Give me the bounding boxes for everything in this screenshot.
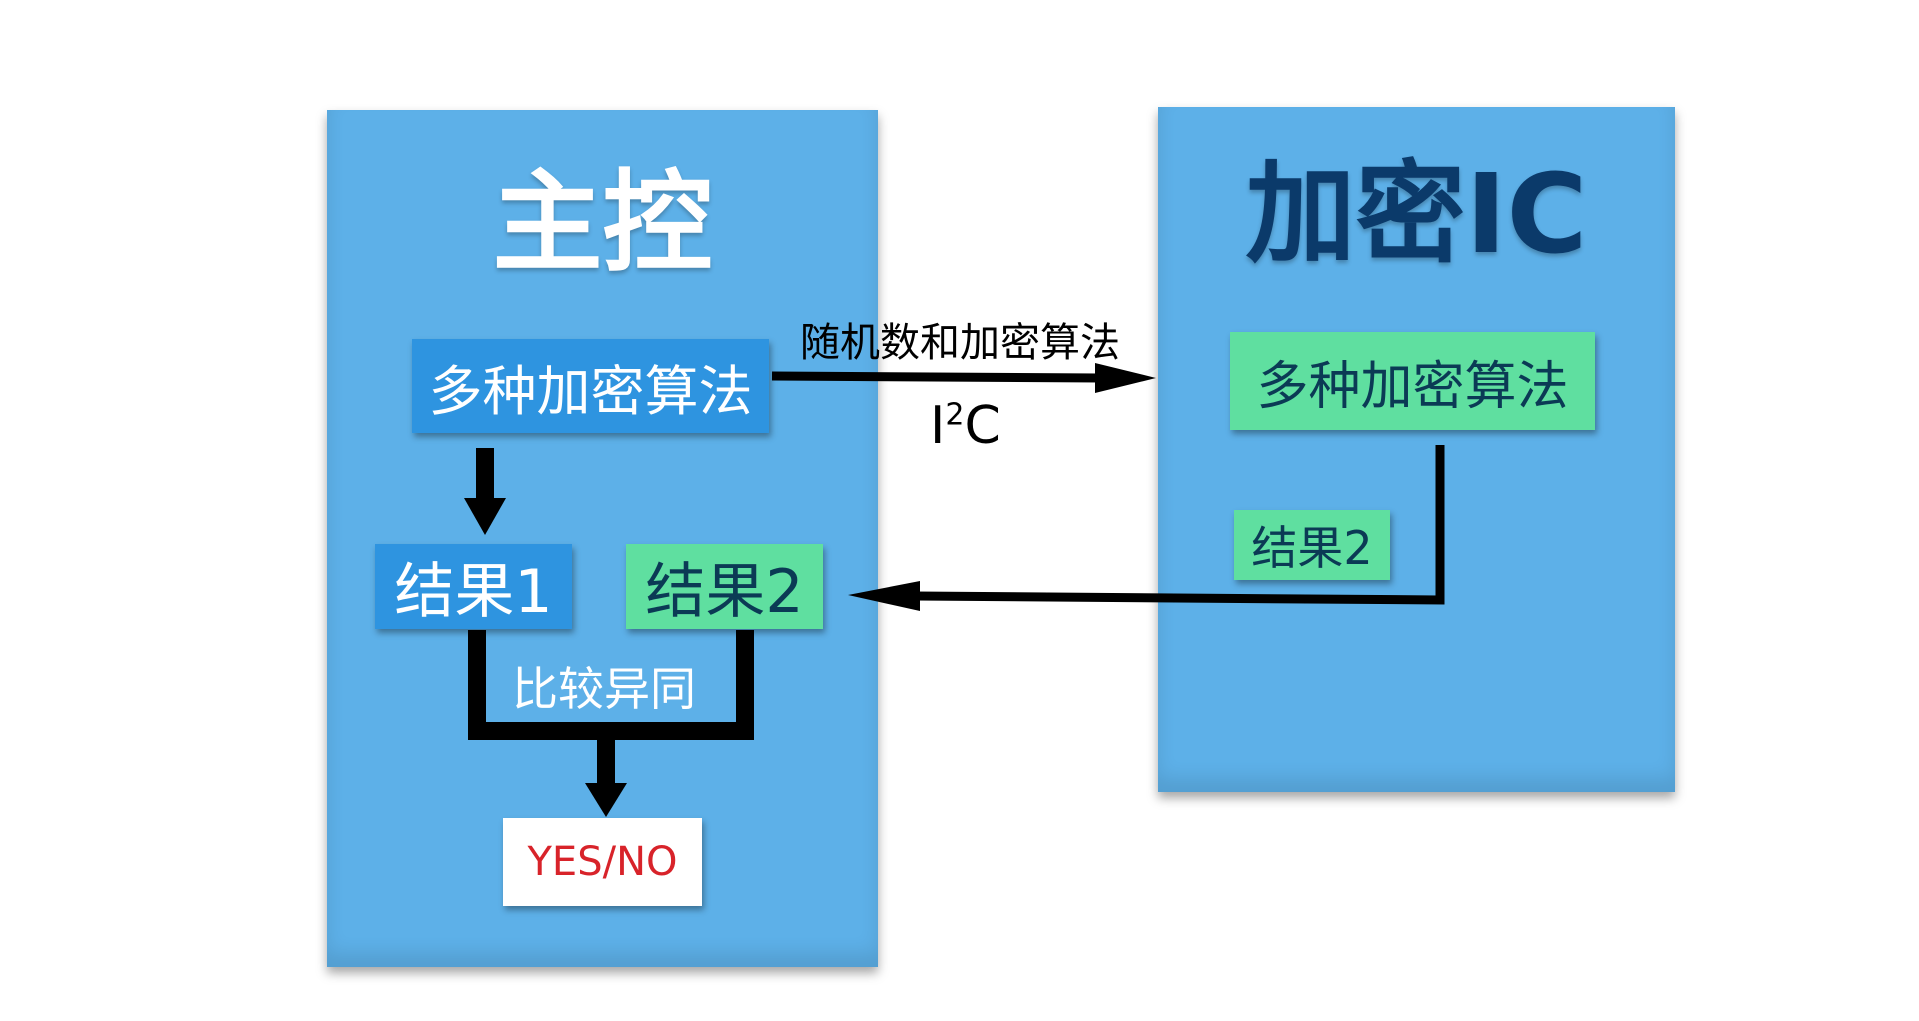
host-result1-label: 结果1 xyxy=(394,557,553,627)
ic-result2-label: 结果2 xyxy=(1251,521,1373,575)
link-top-label: 随机数和加密算法 xyxy=(800,320,1120,366)
host-algo-box: 多种加密算法 xyxy=(412,339,769,433)
crypto-ic-title: 加密IC xyxy=(1245,150,1588,278)
bus-label-superscript: 2 xyxy=(945,397,965,433)
compare-bracket xyxy=(468,630,754,817)
request-arrow xyxy=(771,363,1156,393)
host-result2-label: 结果2 xyxy=(645,557,804,627)
response-arrow xyxy=(848,445,1445,611)
ic-algo-box: 多种加密算法 xyxy=(1230,332,1595,430)
host-result2-box: 结果2 xyxy=(626,544,823,629)
host-result1-box: 结果1 xyxy=(375,544,572,629)
crypto-ic-panel: 加密IC xyxy=(1158,107,1675,792)
down-arrow-algo-to-result1 xyxy=(464,448,506,535)
ic-result2-box: 结果2 xyxy=(1234,510,1390,580)
verdict-box: YES/NO xyxy=(503,818,702,906)
host-algo-label: 多种加密算法 xyxy=(428,359,753,423)
ic-algo-label: 多种加密算法 xyxy=(1256,356,1569,417)
bus-label-base: I xyxy=(930,396,946,456)
bus-label-tail: C xyxy=(964,396,1001,456)
bus-label: I2C xyxy=(930,400,1001,452)
host-title: 主控 xyxy=(492,159,713,287)
verdict-label: YES/NO xyxy=(527,839,678,885)
compare-label: 比较异同 xyxy=(512,662,696,716)
